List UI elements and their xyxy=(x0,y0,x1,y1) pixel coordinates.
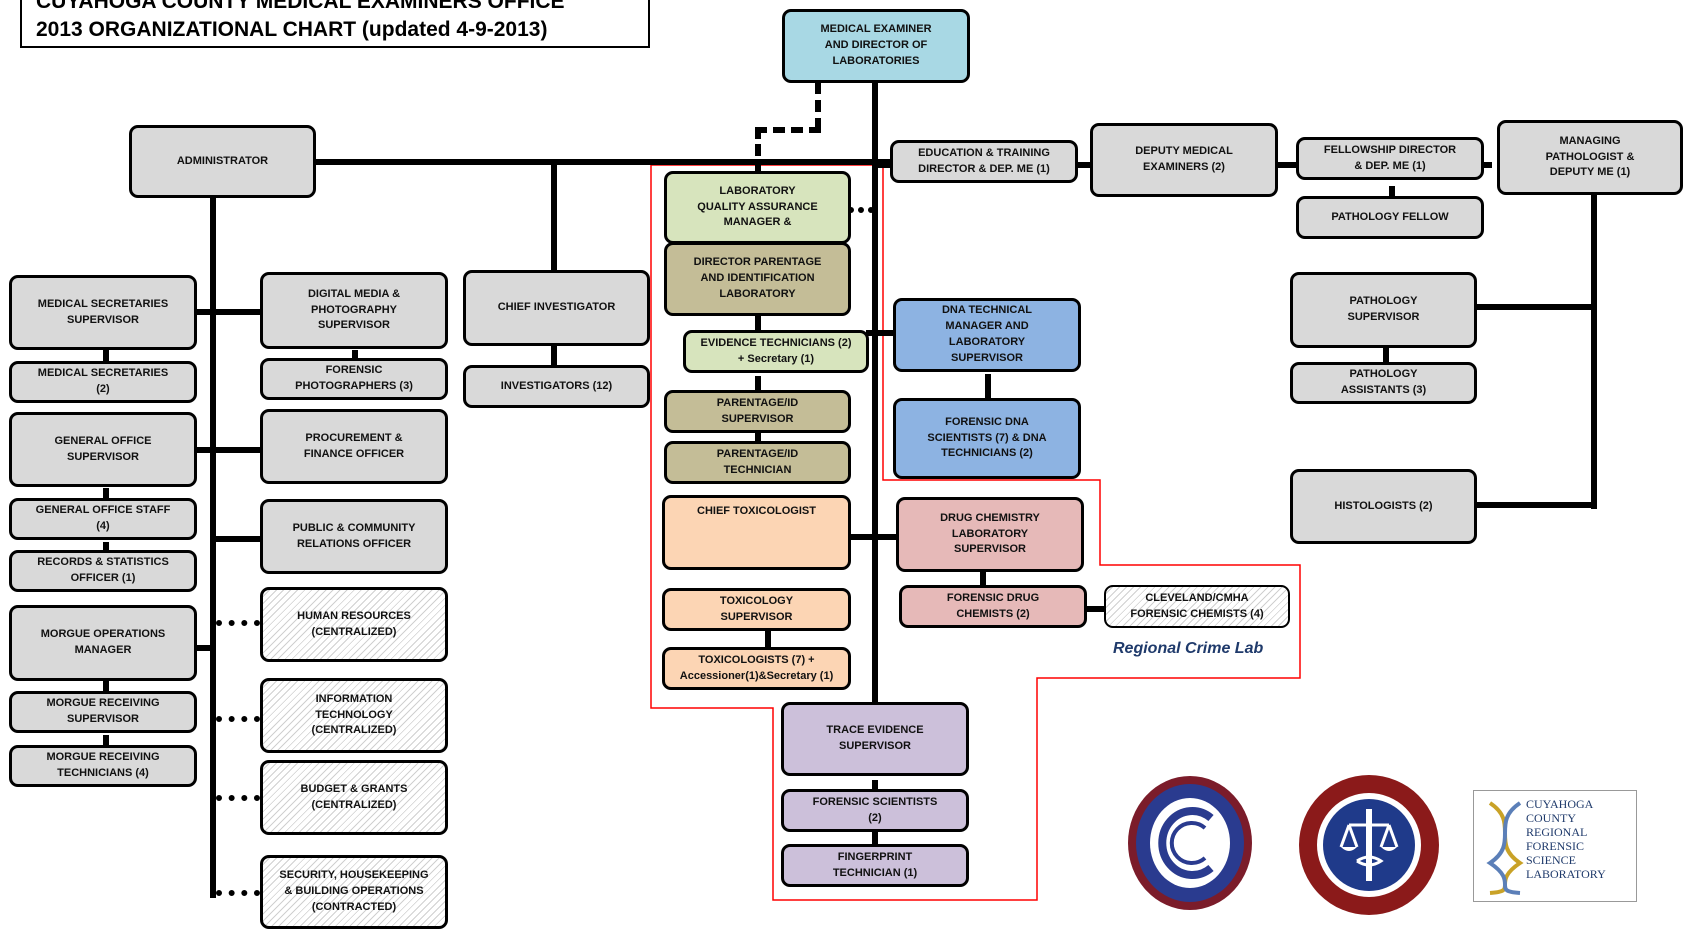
box-forensic-dna: FORENSIC DNA SCIENTISTS (7) & DNA TECHNI… xyxy=(893,398,1081,479)
connector-parentage-sup xyxy=(755,376,761,390)
box-general-office-staff: GENERAL OFFICE STAFF (4) xyxy=(9,498,197,540)
box-chief-toxicologist: CHIEF TOXICOLOGIST xyxy=(662,495,851,570)
connector-morgue-recv xyxy=(103,680,109,692)
box-toxicology-supervisor: TOXICOLOGY SUPERVISOR xyxy=(662,588,851,631)
lab-logo-text: CUYAHOGA COUNTY REGIONAL FORENSIC SCIENC… xyxy=(1526,797,1606,881)
regional-outline-path xyxy=(650,164,1301,901)
connector-managing-vertical xyxy=(1591,195,1597,509)
connector-investigators xyxy=(551,346,557,366)
connector-admin-row4 xyxy=(195,645,215,651)
box-chief-investigator: CHIEF INVESTIGATOR xyxy=(463,270,650,346)
box-budget-grants: BUDGET & GRANTS (CENTRALIZED) xyxy=(260,760,448,835)
box-deputy-me: DEPUTY MEDICAL EXAMINERS (2) xyxy=(1090,123,1278,197)
county-seal-icon xyxy=(1128,776,1252,910)
dashed-me-qa-3 xyxy=(755,127,761,173)
connector-drug-chemists xyxy=(980,572,986,586)
box-pathology-supervisor: PATHOLOGY SUPERVISOR xyxy=(1290,272,1477,348)
forensic-lab-logo: CUYAHOGA COUNTY REGIONAL FORENSIC SCIENC… xyxy=(1473,790,1637,902)
connector-admin-row1 xyxy=(195,309,260,315)
box-forensic-photographers: FORENSIC PHOTOGRAPHERS (3) xyxy=(260,358,448,400)
box-morgue-receiving-techs: MORGUE RECEIVING TECHNICIANS (4) xyxy=(9,745,197,787)
box-procurement: PROCUREMENT & FINANCE OFFICER xyxy=(260,409,448,484)
box-pathology-fellow: PATHOLOGY FELLOW xyxy=(1296,196,1484,239)
box-education-training: EDUCATION & TRAINING DIRECTOR & DEP. ME … xyxy=(890,140,1078,183)
box-director-parentage: DIRECTOR PARENTAGE AND IDENTIFICATION LA… xyxy=(664,242,851,316)
box-human-resources: HUMAN RESOURCES (CENTRALIZED) xyxy=(260,587,448,662)
box-toxicologists: TOXICOLOGISTS (7) + Accessioner(1)&Secre… xyxy=(662,647,851,690)
box-evidence-techs: EVIDENCE TECHNICIANS (2) + Secretary (1) xyxy=(683,330,869,373)
connector-dna-sci xyxy=(985,374,991,400)
chart-title-line1: CUYAHOGA COUNTY MEDICAL EXAMINERS OFFICE xyxy=(36,0,565,13)
connector-dna xyxy=(878,330,896,336)
box-public-relations: PUBLIC & COMMUNITY RELATIONS OFFICER xyxy=(260,499,448,574)
connector-morgue-tech xyxy=(103,735,109,747)
box-digital-media: DIGITAL MEDIA & PHOTOGRAPHY SUPERVISOR xyxy=(260,272,448,349)
box-forensic-drug-chemists: FORENSIC DRUG CHEMISTS (2) xyxy=(899,585,1087,628)
connector-forensic-sci xyxy=(872,780,878,792)
box-information-tech: INFORMATION TECHNOLOGY (CENTRALIZED) xyxy=(260,678,448,753)
dashed-me-qa-2 xyxy=(755,127,821,133)
box-morgue-ops-manager: MORGUE OPERATIONS MANAGER xyxy=(9,605,197,681)
connector-chief-investigator xyxy=(551,162,557,270)
box-fingerprint: FINGERPRINT TECHNICIAN (1) xyxy=(781,844,969,887)
connector-admin-vertical xyxy=(210,196,216,898)
dotted-it xyxy=(216,716,260,722)
box-forensic-scientists: FORENSIC SCIENTISTS (2) xyxy=(781,789,969,832)
chart-title-line2: 2013 ORGANIZATIONAL CHART (updated 4-9-2… xyxy=(36,18,548,41)
box-investigators: INVESTIGATORS (12) xyxy=(463,365,650,408)
box-administrator: ADMINISTRATOR xyxy=(129,125,316,198)
connector-tox-drug xyxy=(846,534,898,540)
connector-gen-staff xyxy=(103,488,109,500)
dotted-qa-side xyxy=(848,207,874,213)
connector-tox-tox xyxy=(765,628,771,650)
box-parentage-supervisor: PARENTAGE/ID SUPERVISOR xyxy=(664,390,851,433)
box-general-office-supervisor: GENERAL OFFICE SUPERVISOR xyxy=(9,412,197,487)
connector-histologists xyxy=(1474,502,1594,508)
box-me-director: MEDICAL EXAMINER AND DIRECTOR OF LABORAT… xyxy=(782,9,970,83)
dotted-security xyxy=(216,890,260,896)
box-med-secretaries: MEDICAL SECRETARIES (2) xyxy=(9,361,197,403)
box-med-sec-supervisor: MEDICAL SECRETARIES SUPERVISOR xyxy=(9,275,197,350)
box-lab-qa: LABORATORY QUALITY ASSURANCE MANAGER & xyxy=(664,171,851,244)
box-trace-evidence: TRACE EVIDENCE SUPERVISOR xyxy=(781,702,969,776)
connector-dir-evidence xyxy=(755,310,761,330)
connector-drug-cmha xyxy=(1085,606,1105,612)
connector-pathology-fellow xyxy=(1389,186,1395,200)
dotted-hr xyxy=(216,620,260,626)
dashed-me-qa-1 xyxy=(815,82,821,130)
connector-me-vertical xyxy=(872,82,878,705)
box-histologists: HISTOLOGISTS (2) xyxy=(1290,469,1477,544)
chart-title: CUYAHOGA COUNTY MEDICAL EXAMINERS OFFICE… xyxy=(20,0,650,48)
box-drug-chem-supervisor: DRUG CHEMISTRY LABORATORY SUPERVISOR xyxy=(896,497,1084,572)
dotted-budget xyxy=(216,795,260,801)
box-managing-pathologist: MANAGING PATHOLOGIST & DEPUTY ME (1) xyxy=(1497,120,1683,195)
box-dna-manager: DNA TECHNICAL MANAGER AND LABORATORY SUP… xyxy=(893,298,1081,372)
dna-helix-icon xyxy=(1486,801,1524,895)
connector-parentage-tech xyxy=(755,432,761,444)
connector-records xyxy=(103,542,109,554)
box-pathology-assistants: PATHOLOGY ASSISTANTS (3) xyxy=(1290,362,1477,404)
me-office-seal-icon xyxy=(1299,775,1439,915)
box-parentage-technician: PARENTAGE/ID TECHNICIAN xyxy=(664,441,851,484)
regional-crime-lab-label: Regional Crime Lab xyxy=(1113,640,1264,657)
connector-path-assistants xyxy=(1383,340,1389,365)
box-fellowship-director: FELLOWSHIP DIRECTOR & DEP. ME (1) xyxy=(1296,137,1484,180)
connector-med-sec xyxy=(103,350,109,362)
box-records-statistics: RECORDS & STATISTICS OFFICER (1) xyxy=(9,550,197,592)
connector-admin-row3 xyxy=(213,536,260,542)
connector-pathology-sup xyxy=(1474,304,1594,310)
box-morgue-receiving-supervisor: MORGUE RECEIVING SUPERVISOR xyxy=(9,691,197,733)
box-security-housekeeping: SECURITY, HOUSEKEEPING & BUILDING OPERAT… xyxy=(260,855,448,929)
box-cleveland-cmha: CLEVELAND/CMHA FORENSIC CHEMISTS (4) xyxy=(1104,585,1290,628)
connector-photographers xyxy=(352,350,358,360)
connector-admin-row2 xyxy=(195,447,260,453)
connector-fingerprint xyxy=(872,830,878,844)
